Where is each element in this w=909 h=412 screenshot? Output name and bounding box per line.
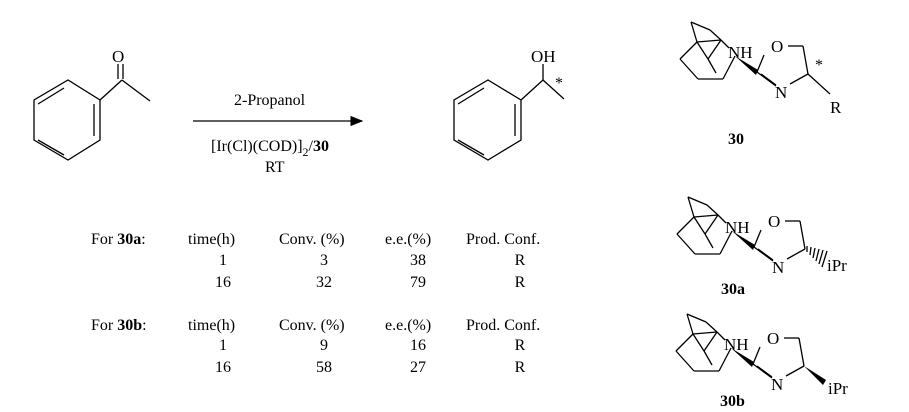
header-conversion: Conv. (%) <box>279 231 345 248</box>
cell-conversion: 3 <box>320 252 328 269</box>
ligand-30-structure: NH O N * R 30 <box>679 21 842 148</box>
header-ee: e.e.(%) <box>385 231 431 248</box>
amine-label: NH <box>728 43 753 62</box>
acetophenone-structure: O <box>33 47 151 161</box>
table-row: 1 3 38 R <box>219 252 526 269</box>
cell-time: 1 <box>219 337 227 354</box>
hydroxyl-label: OH <box>531 47 556 66</box>
cell-conversion: 32 <box>316 274 332 291</box>
phenylethanol-structure: OH * <box>453 47 565 161</box>
stereocenter-mark: * <box>555 75 563 92</box>
cell-conversion: 58 <box>316 359 332 376</box>
cell-ee: 38 <box>410 252 426 269</box>
amine-label: NH <box>724 335 749 354</box>
substituent-label: iPr <box>827 256 847 275</box>
results-table-30b: For 30b: time(h) Conv. (%) e.e.(%) Prod.… <box>91 317 540 376</box>
ligand-30a-structure: NH O N iPr 30a <box>676 196 847 298</box>
compound-number: 30b <box>720 393 745 410</box>
substituent-label: R <box>830 98 842 117</box>
cell-ee: 16 <box>410 337 426 354</box>
table-row: 16 32 79 R <box>215 274 526 291</box>
temperature-label: RT <box>265 159 285 176</box>
header-ee: e.e.(%) <box>385 317 431 334</box>
cell-time: 16 <box>215 359 231 376</box>
substituent-label: iPr <box>828 379 848 398</box>
compound-number: 30a <box>721 281 745 298</box>
cell-configuration: R <box>515 252 526 269</box>
header-configuration: Prod. Conf. <box>466 231 540 248</box>
amine-label: NH <box>725 218 750 237</box>
header-time: time(h) <box>188 317 235 334</box>
cell-conversion: 9 <box>320 337 328 354</box>
ring-oxygen-label: O <box>767 329 779 348</box>
table-label: For 30a: <box>91 231 146 248</box>
ring-oxygen-label: O <box>768 212 780 231</box>
ring-nitrogen-label: N <box>771 375 783 394</box>
cell-time: 16 <box>215 274 231 291</box>
catalyst-label: [Ir(Cl)(COD)]2/30 <box>211 138 329 159</box>
stereocenter-mark: * <box>815 57 823 74</box>
header-conversion: Conv. (%) <box>279 317 345 334</box>
ring-oxygen-label: O <box>771 37 783 56</box>
table-row: 16 58 27 R <box>215 359 526 376</box>
ring-nitrogen-label: N <box>772 258 784 277</box>
header-time: time(h) <box>188 231 235 248</box>
header-configuration: Prod. Conf. <box>466 317 540 334</box>
table-row: 1 9 16 R <box>219 337 526 354</box>
cell-ee: 79 <box>410 274 426 291</box>
compound-number: 30 <box>728 131 744 148</box>
cell-time: 1 <box>219 252 227 269</box>
cell-configuration: R <box>515 337 526 354</box>
cell-configuration: R <box>515 274 526 291</box>
cell-configuration: R <box>515 359 526 376</box>
carbonyl-oxygen-label: O <box>112 47 124 66</box>
cell-ee: 27 <box>410 359 426 376</box>
ring-nitrogen-label: N <box>775 83 787 102</box>
solvent-label: 2-Propanol <box>234 92 306 109</box>
ligand-30b-structure: NH O N iPr 30b <box>675 313 848 410</box>
results-table-30a: For 30a: time(h) Conv. (%) e.e.(%) Prod.… <box>91 231 540 291</box>
table-label: For 30b: <box>91 317 147 334</box>
